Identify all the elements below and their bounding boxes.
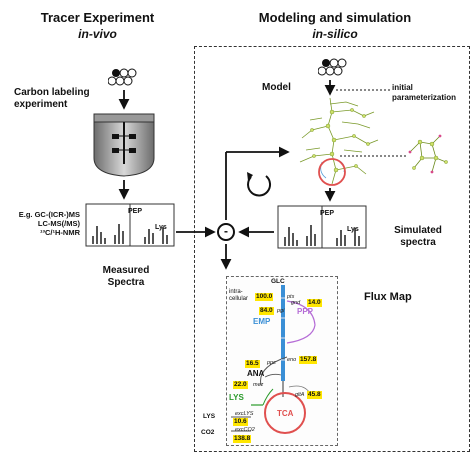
measured-spectra-label: Measured Spectra [102,265,150,288]
right-panel-subtitle: in-silico [312,27,358,41]
flux-value-glta: 45.8 [307,391,322,399]
flux-value-pts: 100.0 [255,293,274,301]
flux-name-gnd: gnd [291,300,301,306]
tracer-molecule-icon [108,68,137,86]
flux-map-label: Flux Map [364,291,412,303]
flux-map-network [231,285,316,434]
pathway-ppp: PPP [297,307,314,316]
glc-label: GLC [271,278,285,285]
measured-spectra-chart [85,203,175,247]
measured-lys-label: Lys [155,224,167,231]
method-lc-ms: LC-MS(/MS) [37,219,80,228]
left-panel-title: Tracer Experiment [40,10,155,25]
pathway-emp: EMP [253,317,271,326]
flux-name-glta: gltA [295,392,305,398]
co2-exchange-label: CO2 [201,429,215,436]
simulated-spectra-chart [277,205,367,249]
flux-map-panel: GLC intra- cellular PPP EMP ANA LYS TCA … [201,276,338,446]
model-label: Model [262,82,291,93]
flux-name-mez: mez [253,382,264,388]
pathway-ana: ANA [247,369,265,378]
left-panel-subtitle: in-vivo [78,27,117,41]
simulated-spectra-label: Simulated spectra [394,225,442,248]
flux-value-pgi: 84.0 [259,307,274,315]
comparator-symbol: - [224,224,228,238]
iteration-cycle-icon [247,172,272,197]
pathway-lys: LYS [229,393,244,402]
model-tracer-molecule-icon [318,58,347,76]
flux-name-ppc: ppc [267,360,276,366]
flux-value-gnd: 14.0 [307,299,322,307]
flux-name-excco2: excCO2 [235,427,255,433]
measured-pep-label: PEP [128,208,143,215]
bioreactor-icon [93,113,155,177]
modeling-region [194,46,470,452]
flux-name-pts: pts [287,294,295,300]
pathway-tca: TCA [277,409,294,418]
metabolic-model-network [299,97,379,186]
method-gc-ms: E.g. GC-(ICR-)MS [18,210,80,219]
parameterization-label: initial parameterization [392,83,457,102]
flux-name-pgi: pgi [277,308,285,314]
intracellular-label: intra- cellular [229,289,249,302]
flux-name-eno: eno [287,357,297,363]
parameterization-link [336,89,392,91]
flux-value-mez: 22.0 [233,381,248,389]
flux-value-eno: 157.8 [299,356,318,364]
flux-name-exclys: excLYS [235,411,254,417]
right-panel-title: Modeling and simulation [258,10,412,25]
experiment-label: Carbon labeling experiment [14,87,90,110]
method-nmr: ¹³C/¹H-NMR [40,228,80,237]
comparator-node: - [217,223,235,241]
flux-value-excco2: 138.8 [233,435,252,443]
simulated-pep-label: PEP [320,210,335,217]
lys-exchange-label: LYS [203,413,216,420]
zoom-link [340,155,406,157]
flux-value-ppc: 16.5 [245,360,260,368]
network-detail-zoom [408,134,448,174]
flux-value-exclys: 10.6 [233,418,248,426]
simulated-lys-label: Lys [347,226,359,233]
